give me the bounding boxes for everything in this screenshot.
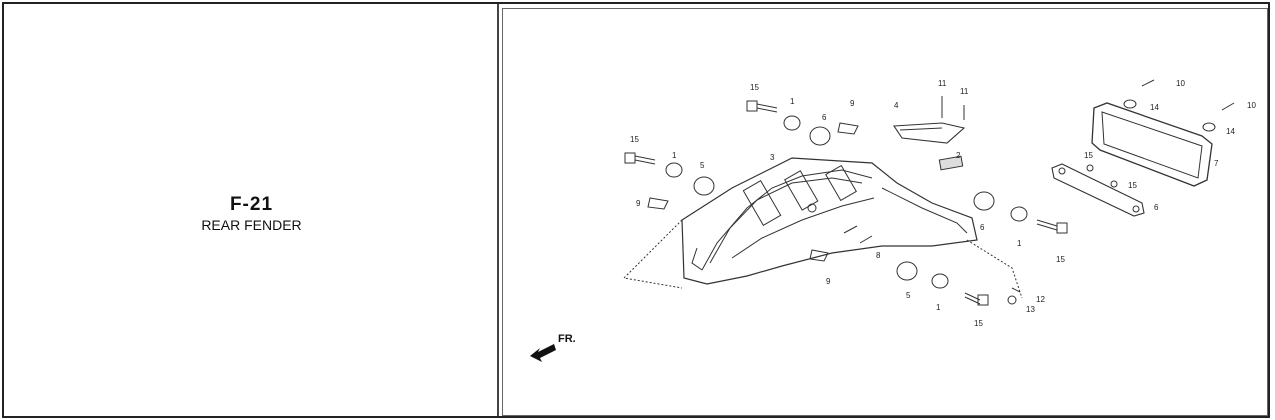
callout: 7 [1214,159,1219,168]
clip-9-a [837,122,859,135]
callout: 11 [938,79,947,88]
clip-9-b [647,197,669,210]
callout: 15 [1084,151,1093,160]
title-panel: F-21 REAR FENDER [4,4,499,416]
front-direction-arrow-icon [530,344,556,362]
screw-11 [941,96,965,120]
license-plate-7 [1091,102,1213,187]
clip-9-c [809,249,829,262]
callout: 15 [1128,181,1137,190]
callout: 9 [636,199,641,208]
callout: 11 [960,87,969,96]
section-code: F-21 [229,194,274,215]
collar-1-c [1010,206,1028,222]
exploded-view: FR. 15 1 6 9 15 1 5 3 9 4 11 11 2 6 1 15… [530,79,1256,362]
callout: 1 [672,151,677,160]
bolt-10 [1141,79,1235,111]
collar-1-a [783,115,801,131]
washer-12 [1011,287,1021,293]
grommet-5-a [693,176,715,196]
callout: 15 [750,83,759,92]
callout: 1 [790,97,795,106]
washer-14-a [1123,99,1137,109]
grommet-6-b [973,191,995,211]
callout: 6 [980,223,985,232]
callout: 4 [894,101,899,110]
nut-15-a [1086,164,1094,172]
diagram-border [502,8,1268,416]
callout: 8 [876,251,881,260]
callout: 3 [770,153,775,162]
callout: 12 [1036,295,1045,304]
collar-1-d [931,273,949,289]
reflector-2 [938,155,964,171]
nut-13 [1007,295,1017,305]
section-title: REAR FENDER [201,217,302,233]
callout: 10 [1247,101,1256,110]
callout: 15 [974,319,983,328]
bolt-15-b [624,152,656,165]
direction-label: FR. [558,333,576,345]
collar-1-b [665,162,683,178]
stay-6 [1051,163,1145,217]
nut-15-b [1110,180,1118,188]
bracket-4 [893,122,966,144]
callout: 6 [1154,203,1159,212]
callout: 15 [630,135,639,144]
callout: 13 [1026,305,1035,314]
callout: 9 [826,277,831,286]
callouts: 15 1 6 9 15 1 5 3 9 4 11 11 2 6 1 15 8 9… [630,79,1256,328]
grommet-5-b [896,261,918,281]
bolt-15-c [1036,219,1068,234]
parts-diagram: FR. 15 1 6 9 15 1 5 3 9 4 11 11 2 6 1 15… [502,8,1268,416]
washer-14-b [1202,122,1216,132]
callout: 5 [700,161,705,170]
callout: 1 [1017,239,1022,248]
bolt-15-a [746,100,778,113]
grommet-6-a [809,126,831,146]
callout: 14 [1150,103,1159,112]
title-block: F-21 REAR FENDER [4,194,499,233]
callout: 10 [1176,79,1185,88]
callout: 2 [956,151,961,160]
rear-fender-body [681,157,978,285]
callout: 5 [906,291,911,300]
callout: 9 [850,99,855,108]
callout: 15 [1056,255,1065,264]
callout: 6 [822,113,827,122]
callout: 14 [1226,127,1235,136]
callout: 1 [936,303,941,312]
bolt-15-d [964,292,989,306]
screw-8 [843,225,873,244]
